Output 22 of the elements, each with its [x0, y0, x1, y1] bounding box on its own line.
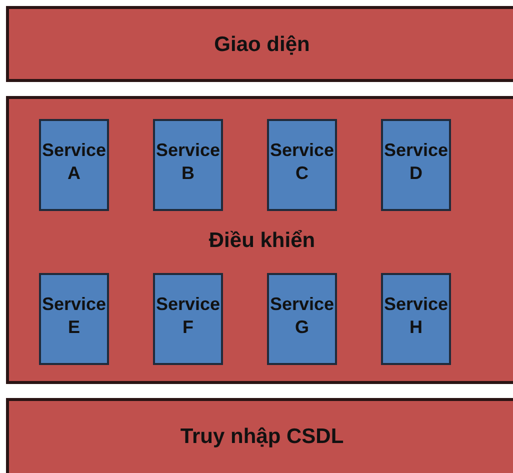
layer-band: [6, 6, 513, 82]
service-label: Service E: [41, 292, 107, 339]
service-label: Service H: [383, 292, 449, 339]
layer-title: Điều khiển: [208, 229, 316, 253]
service-label: Service D: [383, 138, 449, 185]
service-label: Service B: [155, 138, 221, 185]
service-box: [267, 273, 337, 365]
service-box: [267, 119, 337, 211]
service-box: [39, 119, 109, 211]
service-box: [381, 119, 451, 211]
service-label: Service F: [155, 292, 221, 339]
layer-title: Truy nhập CSDL: [179, 425, 345, 449]
service-label: Service G: [269, 292, 335, 339]
service-box: [381, 273, 451, 365]
layer-title: Giao diện: [213, 33, 311, 57]
service-box: [153, 273, 223, 365]
service-label: Service C: [269, 138, 335, 185]
service-box: [153, 119, 223, 211]
layer-band: [6, 96, 513, 384]
service-label: Service A: [41, 138, 107, 185]
layer-band: [6, 398, 513, 473]
service-box: [39, 273, 109, 365]
